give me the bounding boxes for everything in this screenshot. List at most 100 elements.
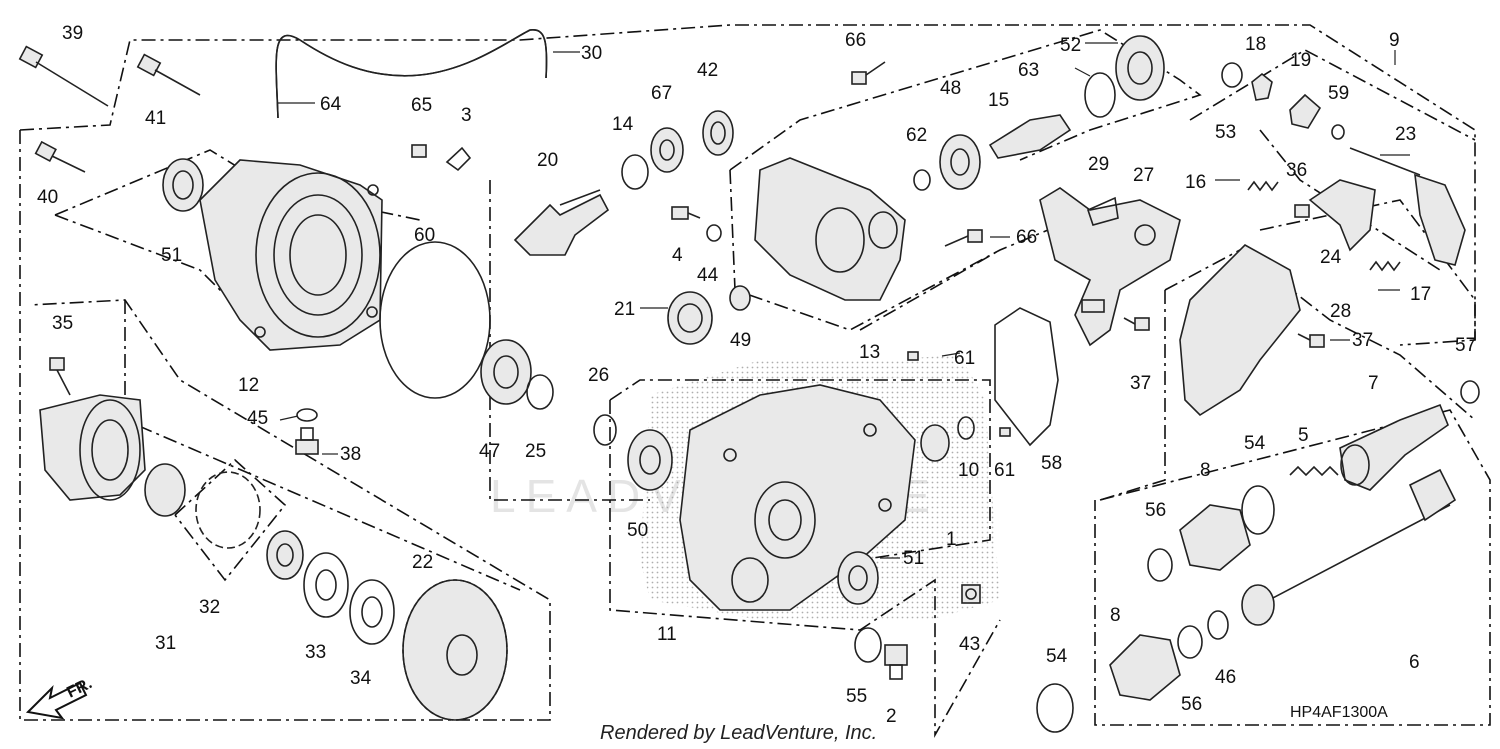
- spring-16: [1247, 180, 1279, 192]
- bearing-48: [939, 134, 981, 190]
- callout-14: 14: [612, 114, 634, 135]
- callout-66-middle: 66: [1016, 227, 1037, 248]
- callout-61-lower: 61: [994, 460, 1015, 481]
- callout-12: 12: [238, 375, 259, 396]
- clip-56-lower: [1177, 625, 1203, 659]
- callout-8-lower: 8: [1110, 605, 1121, 626]
- bearing-42: [702, 110, 734, 156]
- callout-57: 57: [1455, 335, 1476, 356]
- callout-33: 33: [305, 642, 326, 663]
- dowel-pin-61-upper: [907, 351, 919, 361]
- callout-8-upper: 8: [1200, 460, 1211, 481]
- callouts: 1 2 3 4 5 6 7 8 8 9 10 11 12 13 14 15 16…: [37, 23, 1476, 727]
- clip-57: [1460, 380, 1480, 404]
- washer-53: [1221, 62, 1243, 88]
- circlip-62: [913, 169, 931, 191]
- needle-bearing-49: [729, 285, 751, 311]
- ring-gear-22: [402, 579, 508, 721]
- callout-60: 60: [414, 225, 435, 246]
- callout-35: 35: [52, 313, 73, 334]
- drive-shaft-6: [1241, 468, 1457, 626]
- sleeve-19: [1289, 93, 1322, 129]
- clip-56-upper: [1147, 548, 1173, 582]
- callout-26: 26: [588, 365, 609, 386]
- callout-18: 18: [1245, 34, 1266, 55]
- plug-43: [961, 584, 981, 604]
- bolt-36: [1294, 204, 1310, 218]
- needle-bearing-1: [920, 424, 950, 462]
- bearing-50: [627, 429, 673, 491]
- callout-37-lower: 37: [1130, 373, 1151, 394]
- boot-7: [1339, 403, 1449, 491]
- callout-2: 2: [886, 706, 897, 727]
- clip-54-upper: [1241, 485, 1275, 535]
- callout-67: 67: [651, 83, 672, 104]
- callout-27: 27: [1133, 165, 1154, 186]
- drain-bolt-38: [295, 427, 319, 455]
- callout-61-upper: 61: [954, 348, 975, 369]
- circlip-63: [1084, 72, 1116, 118]
- callout-64: 64: [320, 94, 342, 115]
- callout-66-top: 66: [845, 30, 866, 51]
- callout-40: 40: [37, 187, 58, 208]
- actuator-cover-28: [1179, 244, 1301, 417]
- callout-43: 43: [959, 634, 980, 655]
- callout-15: 15: [988, 90, 1009, 111]
- shift-plate-27: [1039, 187, 1181, 347]
- callout-65: 65: [411, 95, 432, 116]
- dowel-pin-61-lower: [999, 427, 1011, 437]
- bolt-37-lower: [1123, 317, 1150, 331]
- bolt-66-top: [851, 61, 886, 85]
- callout-4: 4: [672, 245, 683, 266]
- washer-45: [296, 408, 318, 422]
- bearing-67: [650, 127, 684, 173]
- callout-17: 17: [1410, 284, 1431, 305]
- callout-63: 63: [1018, 60, 1039, 81]
- callout-16: 16: [1185, 172, 1206, 193]
- callout-21: 21: [614, 299, 635, 320]
- callout-52: 52: [1060, 35, 1081, 56]
- callout-50: 50: [627, 520, 648, 541]
- washer-55: [854, 627, 882, 663]
- callout-37-right: 37: [1352, 330, 1373, 351]
- bolt-66-middle: [944, 229, 983, 247]
- lever-29: [1087, 196, 1119, 226]
- callout-47: 47: [479, 441, 500, 462]
- clip-46: [1207, 610, 1229, 640]
- callout-51-right: 51: [903, 548, 924, 569]
- bearing-51-right: [837, 551, 879, 605]
- clip-59: [1331, 124, 1345, 140]
- callout-25: 25: [525, 441, 546, 462]
- callout-11: 11: [657, 624, 677, 645]
- callout-55: 55: [846, 686, 867, 707]
- leader-lines: [278, 42, 1410, 559]
- callout-44: 44: [697, 265, 719, 286]
- flange-bolts-top-left: [18, 45, 201, 173]
- callout-30: 30: [581, 43, 602, 64]
- callout-59: 59: [1328, 83, 1349, 104]
- boot-8-upper: [1179, 504, 1251, 571]
- callout-1: 1: [946, 529, 957, 550]
- shift-fork-24: [1308, 179, 1376, 252]
- callout-51-left: 51: [161, 245, 182, 266]
- cam-follower-set-32: [195, 471, 261, 549]
- oil-seal-52: [1115, 35, 1165, 101]
- callout-54-lower: 54: [1046, 646, 1068, 667]
- callout-19: 19: [1290, 50, 1311, 71]
- boot-8-lower: [1109, 634, 1181, 701]
- callout-24: 24: [1320, 247, 1342, 268]
- callout-28: 28: [1330, 301, 1351, 322]
- thrust-washers: [266, 530, 395, 645]
- shim-14: [621, 154, 649, 190]
- callout-42: 42: [697, 60, 718, 81]
- callout-38: 38: [340, 444, 361, 465]
- bearing-47: [480, 339, 532, 405]
- callout-3: 3: [461, 105, 472, 126]
- callout-49: 49: [730, 330, 751, 351]
- spring-17: [1369, 260, 1401, 272]
- callout-46: 46: [1215, 667, 1236, 688]
- breather-tube-inner: [275, 29, 548, 119]
- clip-54-lower: [1036, 683, 1074, 733]
- collar-21: [667, 291, 713, 345]
